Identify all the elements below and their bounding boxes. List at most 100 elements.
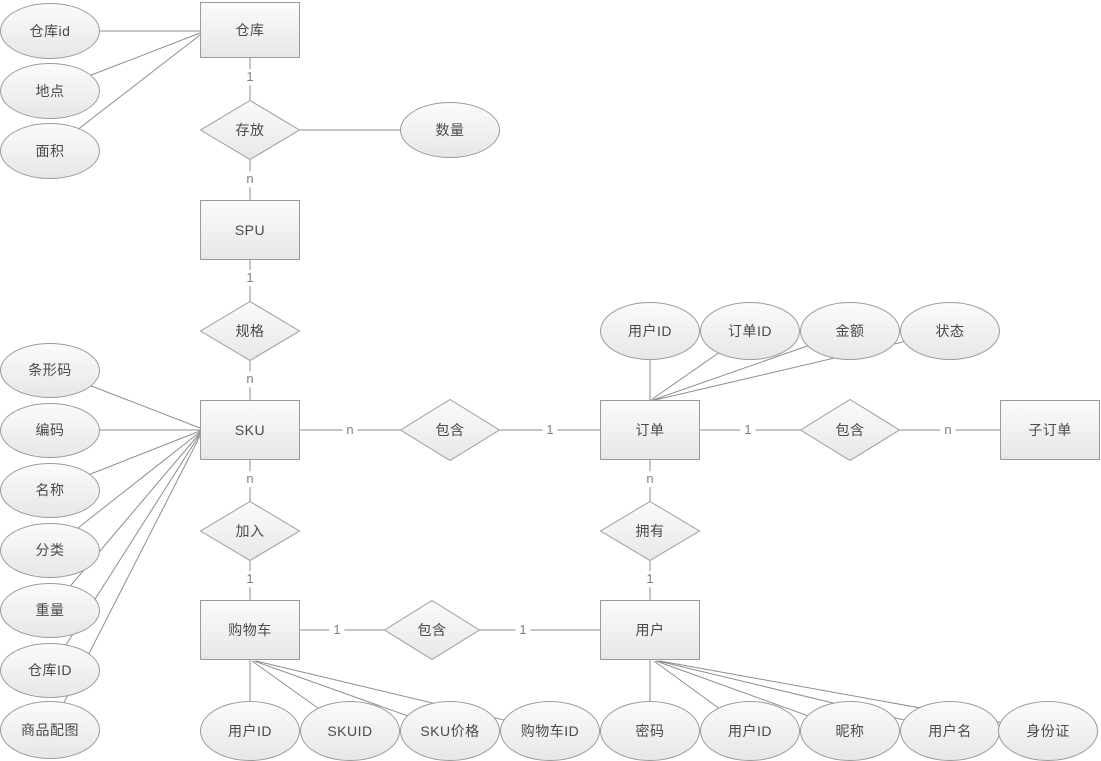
diamond-shape — [200, 501, 300, 561]
node-label: 金额 — [835, 323, 865, 339]
node-label: 仓库ID — [28, 662, 72, 678]
node-label: 数量 — [435, 122, 465, 138]
node-label: 分类 — [35, 542, 65, 558]
edge-line — [255, 660, 551, 732]
node-label: 面积 — [35, 143, 65, 159]
cardinality-label: 1 — [242, 270, 258, 286]
cardinality-label: 1 — [329, 622, 345, 638]
relationship-stores[interactable]: 存放 — [200, 100, 300, 160]
node-label: 存放 — [235, 122, 265, 138]
node-label: SKU价格 — [420, 723, 480, 739]
attribute-sku-name[interactable]: 名称 — [0, 462, 100, 518]
relationship-contains-2[interactable]: 包含 — [800, 399, 900, 461]
node-label: SKU — [234, 422, 266, 438]
node-label: 子订单 — [1028, 422, 1072, 438]
edge-line — [654, 330, 951, 401]
diamond-shape — [384, 600, 480, 660]
node-label: 包含 — [417, 622, 447, 638]
node-label: 重量 — [35, 602, 65, 618]
cardinality-label: n — [242, 371, 258, 387]
attribute-area[interactable]: 面积 — [0, 123, 100, 179]
node-label: 用户ID — [228, 723, 272, 739]
node-label: SKUID — [327, 723, 373, 739]
cardinality-label: n — [242, 471, 258, 487]
attribute-order-id[interactable]: 订单ID — [700, 302, 800, 360]
cardinality-label: 1 — [242, 69, 258, 85]
relationship-joins[interactable]: 加入 — [200, 501, 300, 561]
cardinality-label: n — [642, 471, 658, 487]
node-label: 拥有 — [635, 523, 665, 539]
node-label: 购物车 — [228, 622, 272, 638]
node-label: 编码 — [35, 422, 65, 438]
node-label: 购物车ID — [520, 723, 580, 739]
node-label: 用户ID — [628, 323, 672, 339]
entity-user[interactable]: 用户 — [600, 600, 700, 660]
cardinality-label: 1 — [642, 571, 658, 587]
entity-cart[interactable]: 购物车 — [200, 600, 300, 660]
attribute-user-id[interactable]: 用户ID — [700, 701, 800, 761]
node-label: 包含 — [835, 422, 865, 438]
entity-spu[interactable]: SPU — [200, 200, 300, 260]
node-label: 用户ID — [728, 723, 772, 739]
diamond-shape — [200, 301, 300, 361]
diamond-shape — [600, 501, 700, 561]
attribute-status[interactable]: 状态 — [900, 302, 1000, 360]
node-label: 商品配图 — [21, 722, 79, 738]
attribute-cart-id[interactable]: 购物车ID — [500, 701, 600, 761]
cardinality-label: n — [940, 422, 956, 438]
node-label: 昵称 — [835, 723, 865, 739]
attribute-product-image[interactable]: 商品配图 — [0, 701, 100, 759]
cardinality-label: 1 — [242, 571, 258, 587]
node-label: 用户 — [635, 622, 665, 638]
entity-warehouse[interactable]: 仓库 — [200, 2, 300, 58]
cardinality-label: 1 — [740, 422, 756, 438]
node-label: 用户名 — [928, 723, 972, 739]
relationship-owns[interactable]: 拥有 — [600, 501, 700, 561]
relationship-contains-3[interactable]: 包含 — [384, 600, 480, 660]
edge-line — [49, 432, 201, 611]
attribute-sku-id[interactable]: SKUID — [300, 701, 400, 761]
attribute-barcode[interactable]: 条形码 — [0, 342, 100, 398]
diamond-shape — [400, 399, 500, 461]
attribute-cart-user-id[interactable]: 用户ID — [200, 701, 300, 761]
cardinality-label: 1 — [542, 422, 558, 438]
attribute-warehouse-id[interactable]: 仓库id — [0, 3, 100, 59]
node-label: 包含 — [435, 422, 465, 438]
attribute-location[interactable]: 地点 — [0, 63, 100, 119]
attribute-nickname[interactable]: 昵称 — [800, 701, 900, 761]
cardinality-label: n — [242, 171, 258, 187]
node-label: 身份证 — [1026, 723, 1070, 739]
node-label: 条形码 — [28, 362, 72, 378]
attribute-quantity[interactable]: 数量 — [400, 102, 500, 158]
attribute-sku-price[interactable]: SKU价格 — [400, 701, 500, 761]
attribute-sku-code[interactable]: 编码 — [0, 402, 100, 458]
node-label: 加入 — [235, 523, 265, 539]
node-label: 规格 — [235, 323, 265, 339]
attribute-id-card[interactable]: 身份证 — [998, 701, 1098, 761]
attribute-password[interactable]: 密码 — [600, 701, 700, 761]
entity-suborder[interactable]: 子订单 — [1000, 400, 1100, 460]
node-label: 状态 — [935, 323, 965, 339]
attribute-amount[interactable]: 金额 — [800, 302, 900, 360]
cardinality-label: 1 — [515, 622, 531, 638]
edge-line — [657, 660, 951, 732]
node-label: 密码 — [635, 723, 665, 739]
node-label: 仓库id — [29, 23, 71, 39]
attribute-sku-warehouse-id[interactable]: 仓库ID — [0, 642, 100, 698]
entity-sku[interactable]: SKU — [200, 400, 300, 460]
diamond-shape — [800, 399, 900, 461]
node-label: 名称 — [35, 482, 65, 498]
node-label: 地点 — [35, 83, 65, 99]
node-label: 订单 — [635, 422, 665, 438]
attribute-weight[interactable]: 重量 — [0, 582, 100, 638]
attribute-order-user-id[interactable]: 用户ID — [600, 302, 700, 360]
diamond-shape — [200, 100, 300, 160]
entity-order[interactable]: 订单 — [600, 400, 700, 460]
relationship-contains-1[interactable]: 包含 — [400, 399, 500, 461]
relationship-spec[interactable]: 规格 — [200, 301, 300, 361]
attribute-username[interactable]: 用户名 — [900, 701, 1000, 761]
cardinality-label: n — [342, 422, 358, 438]
attribute-category[interactable]: 分类 — [0, 522, 100, 578]
